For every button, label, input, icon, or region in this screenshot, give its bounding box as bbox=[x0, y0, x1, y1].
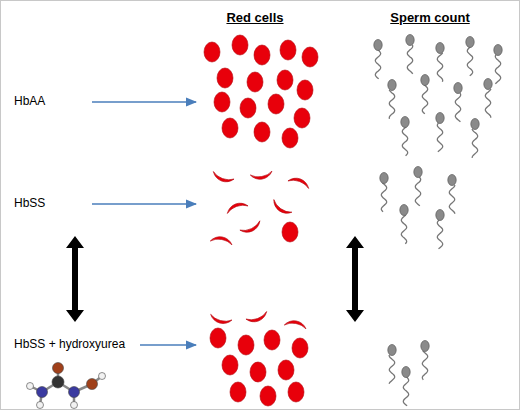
double-arrow bbox=[346, 236, 364, 322]
atom bbox=[27, 383, 34, 390]
sperm-cell bbox=[421, 75, 429, 114]
red-cell bbox=[204, 42, 220, 62]
red-cell bbox=[288, 382, 304, 402]
red-cell bbox=[277, 70, 293, 90]
red-cell bbox=[268, 94, 284, 114]
red-cell bbox=[214, 92, 230, 112]
red-cell bbox=[247, 72, 263, 92]
sperm-cell bbox=[436, 210, 444, 249]
red-cell bbox=[238, 335, 254, 355]
genotype-label: HbAA bbox=[14, 94, 45, 108]
red-cell bbox=[217, 68, 233, 88]
sperm-cell bbox=[400, 205, 408, 244]
red-cell bbox=[232, 35, 248, 55]
atom bbox=[99, 373, 106, 380]
red-cell bbox=[264, 330, 280, 350]
sperm-cell bbox=[421, 341, 429, 380]
sperm-cells bbox=[374, 35, 502, 406]
sickle-cell bbox=[284, 319, 307, 329]
red-cell bbox=[210, 328, 226, 348]
column-heading: Red cells bbox=[226, 10, 283, 25]
sperm-cell bbox=[374, 40, 382, 79]
red-cell bbox=[294, 108, 310, 128]
sperm-cell bbox=[414, 167, 422, 206]
sickle-cell bbox=[211, 172, 234, 185]
sickle-cell bbox=[270, 200, 292, 218]
blue-arrow bbox=[140, 344, 196, 346]
sperm-cell bbox=[388, 345, 396, 384]
double-arrow bbox=[66, 236, 84, 322]
column-heading: Sperm count bbox=[390, 10, 469, 25]
sperm-cell bbox=[380, 173, 388, 212]
sickle-cell bbox=[250, 171, 273, 181]
atom bbox=[37, 402, 44, 409]
arrows bbox=[66, 102, 364, 345]
sickle-cell bbox=[246, 312, 269, 325]
red-cell bbox=[282, 222, 298, 242]
red-cell bbox=[222, 355, 238, 375]
sperm-cell bbox=[406, 35, 414, 74]
red-cell bbox=[302, 47, 318, 67]
red-cell bbox=[282, 128, 298, 148]
blue-arrow bbox=[92, 203, 196, 205]
sperm-cell bbox=[494, 45, 502, 84]
red-cells bbox=[204, 35, 318, 406]
sperm-cell bbox=[454, 83, 462, 122]
hydroxyurea-molecule bbox=[27, 363, 106, 409]
red-cell bbox=[292, 338, 308, 358]
red-cell bbox=[240, 98, 256, 118]
red-cell bbox=[254, 45, 270, 65]
atom bbox=[69, 387, 80, 398]
red-cell bbox=[222, 118, 238, 138]
sperm-cell bbox=[448, 175, 456, 214]
red-cell bbox=[250, 362, 266, 382]
genotype-label: HbSS bbox=[14, 196, 45, 210]
sperm-cell bbox=[471, 119, 479, 158]
sperm-cell bbox=[388, 80, 396, 119]
sperm-cell bbox=[484, 79, 492, 118]
sperm-cell bbox=[401, 117, 409, 156]
genotype-label: HbSS + hydroxyurea bbox=[14, 337, 125, 351]
sperm-cell bbox=[466, 37, 474, 76]
red-cell bbox=[254, 122, 270, 142]
atom bbox=[37, 387, 48, 398]
red-cell bbox=[278, 360, 294, 380]
red-cell bbox=[297, 80, 313, 100]
red-cell bbox=[230, 382, 246, 402]
blue-arrow bbox=[92, 101, 196, 103]
red-cell bbox=[260, 386, 276, 406]
sperm-cell bbox=[436, 43, 444, 82]
sickle-cell bbox=[209, 314, 232, 326]
atom bbox=[53, 363, 64, 374]
sickle-cell bbox=[210, 235, 233, 245]
sperm-cell bbox=[436, 113, 444, 152]
atom bbox=[71, 402, 78, 409]
sickle-cell bbox=[288, 175, 311, 188]
sperm-cell bbox=[402, 367, 410, 406]
sickle-cell bbox=[240, 221, 263, 236]
sickle-cell bbox=[225, 200, 248, 213]
atom bbox=[87, 379, 98, 390]
red-cell bbox=[280, 40, 296, 60]
atom bbox=[52, 376, 64, 388]
